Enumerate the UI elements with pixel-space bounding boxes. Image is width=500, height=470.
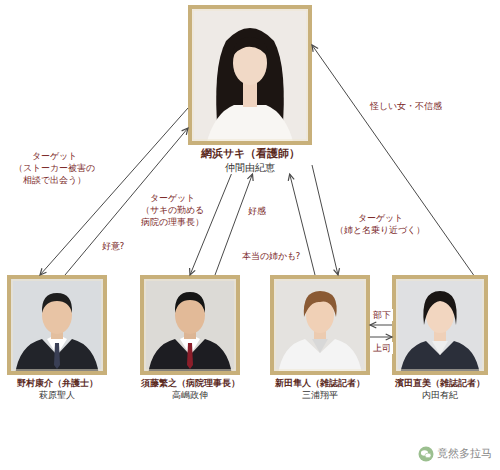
actor-name: 高嶋政伸 — [172, 389, 208, 401]
photo-frame-space — [7, 275, 107, 375]
portrait — [7, 275, 107, 375]
character-card: 濱田直美（雑誌記者）内田有紀 — [392, 275, 488, 401]
portrait — [270, 275, 370, 375]
photo-frame-space — [140, 275, 240, 375]
arrow-head — [190, 268, 196, 275]
relation-arrow — [370, 322, 392, 328]
relation-label: 好意? — [100, 240, 126, 252]
relation-label: 本当の姉かも? — [239, 250, 303, 262]
relation-label: 怪しい女・不信感 — [368, 100, 444, 112]
actor-name: 内田有紀 — [422, 389, 458, 401]
arrow-head — [334, 268, 340, 275]
character-card: 須藤繁之（病院理事長）高嶋政伸 — [140, 275, 240, 401]
relation-label: 部下 — [371, 309, 393, 321]
relation-arrow — [312, 45, 474, 275]
photo-frame-space — [188, 5, 312, 145]
relation-label: ターゲット （ストーカー被害の 相談で出会う） — [12, 150, 96, 186]
photo-frame-space — [270, 275, 370, 375]
relation-label: ターゲット （姉と名乗り近づく） — [334, 212, 426, 236]
portrait — [392, 275, 488, 375]
arrow-head — [370, 322, 376, 328]
relation-line — [312, 45, 474, 275]
arrow-head — [288, 174, 294, 181]
relation-label: ターゲット （サキの勤める 病院の理事長） — [139, 192, 205, 228]
character-name: 網浜サキ（看護師） — [201, 147, 300, 161]
arrow-head — [247, 174, 253, 181]
relation-line — [370, 325, 392, 326]
character-name: 須藤繁之（病院理事長） — [141, 377, 240, 389]
photo-frame-space — [392, 275, 488, 375]
relation-arrow — [370, 334, 392, 340]
actor-name: 萩原聖人 — [39, 389, 75, 401]
relation-label: 上司 — [371, 342, 393, 354]
actor-name: 三浦翔平 — [302, 389, 338, 401]
character-card: 野村康介（弁護士）萩原聖人 — [7, 275, 107, 401]
portrait — [188, 5, 312, 145]
arrow-head — [182, 128, 188, 135]
character-card: 網浜サキ（看護師）仲間由紀恵 — [188, 5, 312, 174]
actor-name: 仲間由紀恵 — [225, 161, 275, 174]
watermark: 竟然多拉马 — [437, 447, 492, 460]
character-name: 新田隼人（雑誌記者） — [275, 377, 365, 389]
arrow-head — [312, 45, 318, 52]
relation-label: 好感 — [246, 205, 268, 217]
character-name: 野村康介（弁護士） — [17, 377, 98, 389]
watermark-icon — [418, 446, 434, 462]
arrow-head — [40, 268, 46, 275]
character-card: 新田隼人（雑誌記者）三浦翔平 — [270, 275, 370, 401]
relation-line — [370, 337, 392, 338]
character-name: 濱田直美（雑誌記者） — [395, 377, 485, 389]
portrait — [140, 275, 240, 375]
arrow-head — [386, 334, 392, 340]
